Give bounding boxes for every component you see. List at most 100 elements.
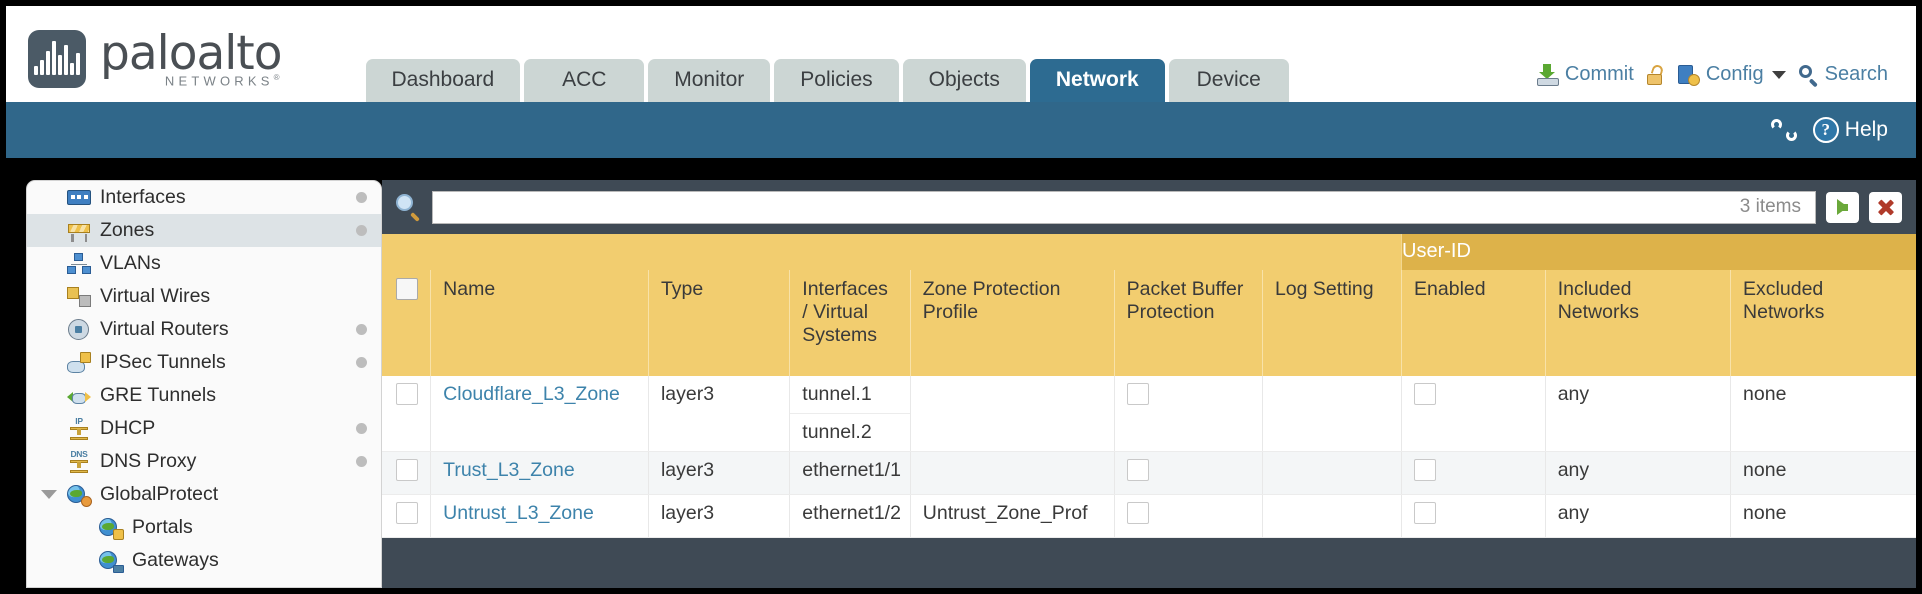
search-input[interactable]: 3 items: [432, 190, 1816, 224]
row-select-cell: [382, 451, 431, 495]
cell-packet-buffer-protection: [1113, 376, 1263, 452]
row-checkbox[interactable]: [396, 502, 418, 524]
row-select-cell: [382, 494, 431, 538]
status-dot: [356, 324, 367, 335]
userid-enabled-checkbox[interactable]: [1414, 502, 1437, 524]
cell-name: Cloudflare_L3_Zone: [430, 376, 649, 452]
cell-excluded-networks: none: [1730, 494, 1916, 538]
sidebar-item-virtual-wires[interactable]: Virtual Wires: [27, 280, 381, 313]
cell-userid-enabled: [1401, 376, 1546, 452]
tab-monitor[interactable]: Monitor: [648, 59, 771, 102]
search-label: Search: [1824, 63, 1888, 85]
sidebar-item-gateways[interactable]: Gateways: [27, 544, 381, 577]
column-header-excluded-networks[interactable]: Excluded Networks: [1730, 270, 1916, 376]
portals-icon: [99, 517, 124, 540]
paloalto-wordmark: paloalto NETWORKS®: [100, 30, 282, 87]
brand-sub: NETWORKS: [164, 73, 274, 89]
search-button[interactable]: Search: [1798, 63, 1888, 88]
status-dot: [356, 456, 367, 467]
sidebar-item-zones[interactable]: Zones: [27, 214, 381, 247]
gateways-icon: [99, 550, 124, 573]
interface-entry: ethernet1/2: [802, 502, 901, 524]
column-header-packet-buffer-protection[interactable]: Packet Buffer Protection: [1113, 270, 1263, 376]
column-header-type[interactable]: Type: [647, 270, 790, 376]
packet-buffer-protection-checkbox[interactable]: [1126, 459, 1149, 481]
table-row[interactable]: Untrust_L3_Zone layer3 ethernet1/2 Untru…: [382, 494, 1916, 538]
column-header-name[interactable]: Name: [430, 270, 649, 376]
cell-packet-buffer-protection: [1113, 494, 1263, 538]
column-header-log-setting[interactable]: Log Setting: [1261, 270, 1402, 376]
tab-policies[interactable]: Policies: [774, 59, 899, 102]
zone-name-link[interactable]: Trust_L3_Zone: [443, 459, 575, 481]
userid-enabled-checkbox[interactable]: [1414, 383, 1437, 405]
vlans-icon: [67, 252, 91, 275]
cell-type: layer3: [647, 451, 790, 495]
sidebar-item-label: GRE Tunnels: [100, 384, 216, 406]
sidebar-item-interfaces[interactable]: Interfaces: [27, 181, 381, 214]
sidebar-item-dns-proxy[interactable]: DNS DNS Proxy: [27, 445, 381, 478]
status-dot: [356, 225, 367, 236]
cell-type: layer3: [647, 494, 790, 538]
cell-name: Trust_L3_Zone: [430, 451, 649, 495]
cell-zone-protection-profile: [909, 451, 1115, 495]
commit-button[interactable]: Commit: [1536, 63, 1634, 86]
apply-filter-button[interactable]: [1826, 191, 1859, 223]
status-dot: [356, 357, 367, 368]
tab-objects[interactable]: Objects: [902, 59, 1026, 102]
config-menu[interactable]: Config: [1677, 63, 1786, 86]
row-select-cell: [382, 376, 431, 452]
sidebar-item-dhcp[interactable]: IP DHCP: [27, 412, 381, 445]
zone-name-link[interactable]: Cloudflare_L3_Zone: [443, 383, 620, 405]
sidebar-item-label: Portals: [132, 516, 193, 538]
column-header-included-networks[interactable]: Included Networks: [1544, 270, 1731, 376]
table-row[interactable]: Trust_L3_Zone layer3 ethernet1/1 any: [382, 451, 1916, 495]
sidebar-item-portals[interactable]: Portals: [27, 511, 381, 544]
brand-reg: ®: [273, 73, 280, 83]
expander-triangle-icon[interactable]: [41, 490, 57, 499]
status-dot: [356, 192, 367, 203]
zone-name-link[interactable]: Untrust_L3_Zone: [443, 502, 594, 524]
dhcp-icon: IP: [67, 416, 91, 440]
sidebar-item-vlans[interactable]: VLANs: [27, 247, 381, 280]
tab-device[interactable]: Device: [1168, 59, 1289, 102]
tab-network[interactable]: Network: [1029, 59, 1165, 102]
sidebar-item-label: Gateways: [132, 549, 219, 571]
sidebar-item-globalprotect[interactable]: GlobalProtect: [27, 478, 381, 511]
cell-type: layer3: [647, 376, 790, 452]
cell-zone-protection-profile: Untrust_Zone_Prof: [909, 494, 1115, 538]
tab-dashboard[interactable]: Dashboard: [365, 59, 521, 102]
column-header-interfaces[interactable]: Interfaces / Virtual Systems: [789, 270, 911, 376]
sidebar-item-ipsec-tunnels[interactable]: IPSec Tunnels: [27, 346, 381, 379]
gre-tunnels-icon: [67, 385, 91, 407]
cell-interfaces: ethernet1/2: [789, 494, 911, 538]
globalprotect-icon: [67, 484, 92, 507]
column-header-zone-protection-profile[interactable]: Zone Protection Profile: [909, 270, 1115, 376]
cell-log-setting: [1261, 494, 1402, 538]
status-dot: [356, 423, 367, 434]
clear-filter-button[interactable]: [1869, 191, 1902, 223]
close-icon: [1876, 198, 1895, 217]
packet-buffer-protection-checkbox[interactable]: [1126, 502, 1149, 524]
table-row[interactable]: Cloudflare_L3_Zone layer3 tunnel.1 tunne…: [382, 376, 1916, 452]
help-button[interactable]: ? Help: [1812, 117, 1888, 143]
column-header-userid-enabled[interactable]: Enabled: [1401, 270, 1546, 376]
tab-acc[interactable]: ACC: [524, 59, 645, 102]
item-count: 3 items: [1739, 196, 1801, 217]
row-checkbox[interactable]: [396, 383, 418, 405]
sidebar-item-label: GlobalProtect: [100, 483, 219, 505]
packet-buffer-protection-checkbox[interactable]: [1126, 383, 1149, 405]
userid-enabled-checkbox[interactable]: [1414, 459, 1437, 481]
refresh-icon[interactable]: [1770, 119, 1797, 141]
main-tab-bar: Dashboard ACC Monitor Policies Objects N…: [365, 59, 1289, 102]
unlock-icon[interactable]: [1646, 63, 1665, 85]
virtual-routers-icon: [67, 318, 91, 341]
group-header-row: User-ID: [382, 234, 1916, 270]
row-checkbox[interactable]: [396, 459, 418, 481]
commit-icon: [1536, 63, 1559, 86]
sidebar-item-virtual-routers[interactable]: Virtual Routers: [27, 313, 381, 346]
sidebar-item-gre-tunnels[interactable]: GRE Tunnels: [27, 379, 381, 412]
group-header-spacer: [382, 234, 1402, 270]
cell-log-setting: [1261, 376, 1402, 452]
select-all-checkbox[interactable]: [396, 278, 418, 300]
